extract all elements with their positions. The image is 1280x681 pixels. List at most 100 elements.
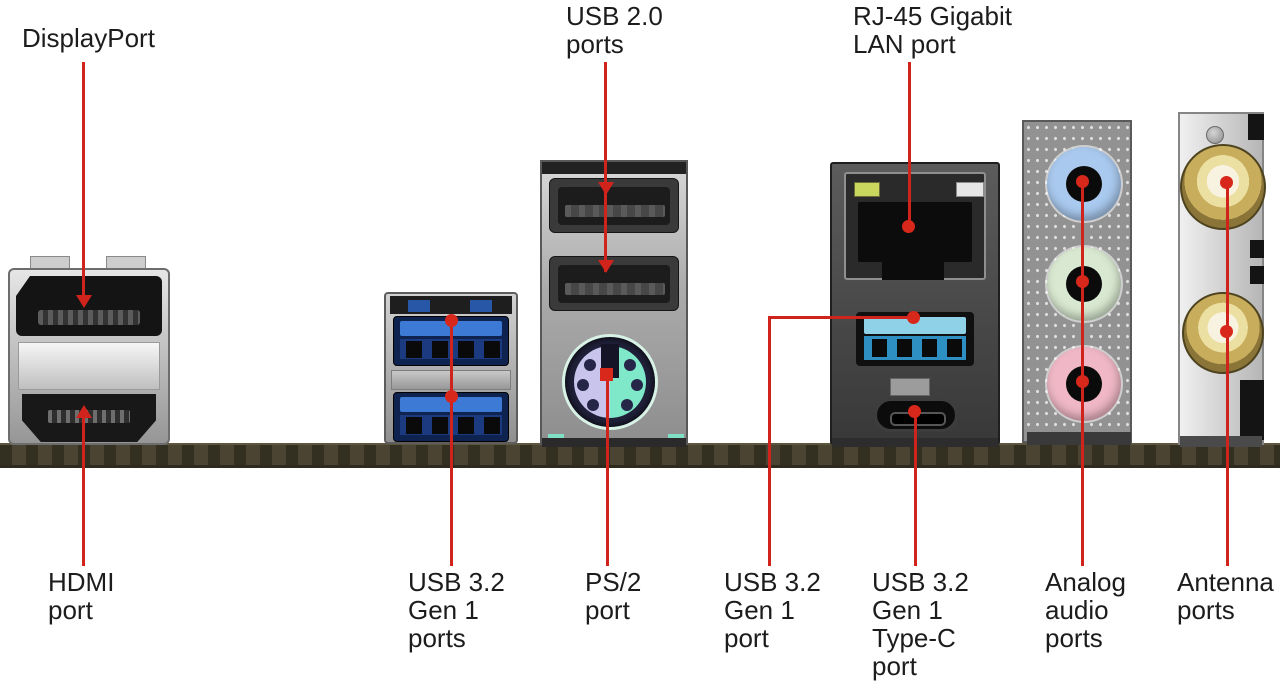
usb-tongue: [565, 283, 665, 295]
label-line: USB 3.2: [724, 567, 821, 597]
usb-pin: [406, 417, 422, 434]
label-line: LAN port: [853, 29, 956, 59]
ps2-pin: [631, 379, 643, 391]
antenna-block: [1178, 112, 1266, 447]
label-line: Antenna: [1177, 567, 1274, 597]
label-line: ports: [1045, 623, 1103, 653]
bracket-cutout: [1240, 380, 1264, 440]
callout-arrow-displayport: [76, 295, 92, 308]
label-ps2-port: PS/2 port: [585, 568, 641, 624]
usb-pin: [484, 341, 500, 358]
housing-top: [542, 162, 686, 174]
callout-line-usb32-single-vertical: [768, 318, 771, 566]
label-line: ports: [1177, 595, 1235, 625]
usb-pin: [432, 341, 448, 358]
label-displayport: DisplayPort: [22, 24, 155, 52]
label-analog-audio: Analog audio ports: [1045, 568, 1126, 652]
usb2-port-2: [549, 256, 679, 311]
callout-line-usb32-pair: [450, 320, 453, 566]
usb-pin: [406, 341, 422, 358]
housing-notch: [470, 300, 492, 312]
label-line: USB 3.2: [408, 567, 505, 597]
label-line: USB 3.2: [872, 567, 969, 597]
bracket-screw: [1206, 126, 1224, 144]
label-line: ports: [566, 29, 624, 59]
callout-dot-ps2: [600, 368, 613, 381]
callout-dot-audio-mic: [1076, 375, 1089, 388]
usb-pin: [458, 341, 474, 358]
callout-line-usb2: [604, 62, 607, 272]
label-line: port: [585, 595, 630, 625]
ps2-pin: [621, 399, 633, 411]
label-line: Gen 1: [872, 595, 943, 625]
callout-dot-antenna-2: [1220, 325, 1233, 338]
lan-led-left: [854, 182, 880, 197]
lan-led-right: [956, 182, 984, 197]
callout-line-usb32-single-horizontal: [768, 316, 916, 319]
callout-dot-usb32-port2: [445, 390, 458, 403]
usb-tongue: [565, 205, 665, 217]
callout-line-antenna: [1226, 183, 1229, 566]
usb-pin: [947, 339, 962, 357]
usb-contacts: [864, 336, 966, 360]
bracket-notch: [1250, 240, 1264, 258]
label-usb32-typec: USB 3.2 Gen 1 Type-C port: [872, 568, 969, 680]
housing-band: [18, 342, 160, 390]
callout-line-ps2: [606, 374, 609, 566]
label-line: USB 2.0: [566, 1, 663, 31]
label-line: port: [48, 595, 93, 625]
housing-base: [1027, 432, 1131, 445]
callout-line-typec: [914, 412, 917, 566]
callout-dot-usb32-port1: [445, 314, 458, 327]
displayport-slot: [38, 310, 140, 325]
label-line: RJ-45 Gigabit: [853, 1, 1012, 31]
callout-arrow-hdmi: [76, 405, 92, 418]
callout-dot-antenna-1: [1220, 176, 1233, 189]
label-line: ports: [408, 623, 466, 653]
label-line: audio: [1045, 595, 1109, 625]
label-line: DisplayPort: [22, 23, 155, 53]
lan-usb-block: [830, 162, 1000, 447]
callout-line-displayport: [82, 62, 85, 298]
rj45-clip-slot: [882, 260, 944, 280]
housing-notch: [408, 300, 430, 312]
displayport-port: [16, 276, 162, 336]
usb-pin: [458, 417, 474, 434]
antenna-bracket: [1178, 112, 1266, 447]
label-antenna-ports: Antenna ports: [1177, 568, 1274, 624]
usb2-ps2-block: [540, 160, 688, 447]
callout-dot-audio-line-out: [1076, 275, 1089, 288]
label-line: Analog: [1045, 567, 1126, 597]
housing-top: [390, 296, 512, 314]
label-line: Gen 1: [724, 595, 795, 625]
label-line: Type-C: [872, 623, 956, 653]
label-line: port: [724, 623, 769, 653]
callout-line-lan: [908, 62, 911, 227]
label-lan-port: RJ-45 Gigabit LAN port: [853, 2, 1012, 58]
rj45-lan-port: [844, 172, 986, 280]
connector-housing: [830, 162, 1000, 447]
ps2-pin: [587, 399, 599, 411]
connector-housing: [540, 160, 688, 447]
callout-line-hdmi: [82, 418, 85, 566]
label-usb2-ports: USB 2.0 ports: [566, 2, 663, 58]
bracket-notch: [1250, 266, 1264, 284]
label-usb32-pair: USB 3.2 Gen 1 ports: [408, 568, 505, 652]
hdmi-port: [22, 394, 156, 442]
rj45-opening: [858, 202, 972, 262]
usb-pin: [922, 339, 937, 357]
label-line: Gen 1: [408, 595, 479, 625]
usb2-port-1: [549, 178, 679, 233]
label-line: HDMI: [48, 567, 115, 597]
usb-pin: [872, 339, 887, 357]
callout-dot-audio-line-in: [1076, 175, 1089, 188]
ps2-pin: [577, 379, 589, 391]
antenna-connector-1: [1180, 144, 1266, 230]
usb-pin: [432, 417, 448, 434]
housing-base: [1180, 436, 1262, 447]
label-usb32-single: USB 3.2 Gen 1 port: [724, 568, 821, 652]
label-line: PS/2: [585, 567, 642, 597]
callout-dot-usb32-single: [907, 311, 920, 324]
usb-tongue: [864, 317, 966, 334]
